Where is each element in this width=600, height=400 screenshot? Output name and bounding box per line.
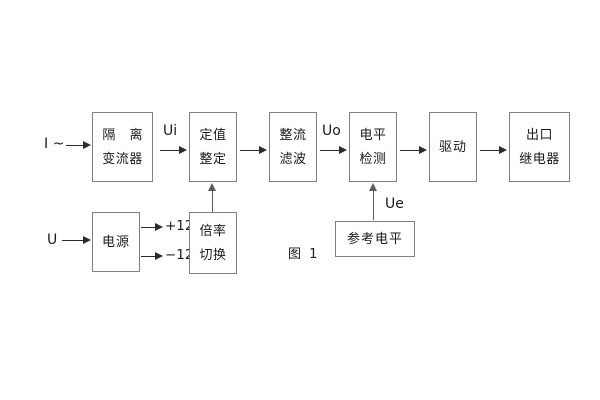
block-drive-line1: 驱动 [438, 139, 467, 155]
block-level-detection-line2: 检测 [359, 151, 387, 167]
figure-caption: 图 1 [288, 247, 320, 262]
block-isolation-transformer: 隔 离 变流器 [92, 112, 153, 182]
block-multiplier-switch: 倍率 切换 [189, 212, 237, 274]
block-rectify-filter-line2: 滤波 [279, 151, 307, 167]
block-isolation-transformer-line1: 隔 离 [102, 127, 148, 143]
arrowhead-isolation-to-setting [179, 145, 187, 154]
block-output-relay-line2: 继电器 [519, 151, 560, 167]
connector-multiplier-to-setting [212, 190, 213, 212]
block-power-supply-line1: 电源 [101, 234, 130, 250]
connector-rail-negative [141, 256, 158, 257]
block-reference-level: 参考电平 [335, 221, 415, 257]
connector-setting-to-rectify [240, 150, 262, 151]
block-rectify-filter-line1: 整流 [279, 127, 307, 143]
arrowhead-level-detect-to-drive [419, 145, 427, 154]
block-output-relay: 出口 继电器 [509, 112, 570, 182]
signal-label-ue: Ue [385, 196, 404, 212]
voltage-input-label: U [47, 232, 58, 248]
arrowhead-input-to-isolation [83, 140, 91, 149]
block-reference-level-line1: 参考电平 [346, 231, 403, 247]
arrowhead-multiplier-to-setting [208, 183, 216, 191]
arrowhead-voltage-to-power-supply [83, 235, 91, 244]
arrowhead-drive-to-output-relay [499, 145, 507, 154]
connector-rectify-to-level-detect [320, 150, 340, 151]
arrowhead-rectify-to-level-detect [339, 145, 347, 154]
connector-voltage-to-power-supply [62, 240, 84, 241]
block-setting-adjust-line1: 定值 [199, 127, 227, 143]
signal-label-uo: Uo [322, 123, 341, 139]
block-setting-adjust: 定值 整定 [189, 112, 237, 182]
block-drive: 驱动 [429, 112, 477, 182]
block-level-detection-line1: 电平 [359, 127, 387, 143]
block-multiplier-switch-line1: 倍率 [199, 223, 227, 239]
block-isolation-transformer-line2: 变流器 [102, 151, 143, 167]
arrowhead-setting-to-rectify [259, 145, 267, 154]
block-level-detection: 电平 检测 [349, 112, 397, 182]
connector-isolation-to-setting [160, 150, 180, 151]
block-output-relay-line1: 出口 [525, 127, 553, 143]
block-setting-adjust-line2: 整定 [199, 151, 227, 167]
connector-rail-positive [141, 227, 158, 228]
block-rectify-filter: 整流 滤波 [269, 112, 317, 182]
block-power-supply: 电源 [92, 212, 140, 272]
connector-drive-to-output-relay [480, 150, 500, 151]
arrowhead-rail-negative [155, 251, 163, 260]
connector-reference-to-level-detect [373, 190, 374, 220]
arrowhead-rail-positive [155, 222, 163, 231]
connector-input-to-isolation [66, 145, 84, 146]
arrowhead-reference-to-level-detect [369, 183, 377, 191]
connector-level-detect-to-drive [400, 150, 422, 151]
signal-label-ui: Ui [163, 123, 178, 139]
current-input-label: I ~ [44, 136, 65, 152]
block-multiplier-switch-line2: 切换 [199, 247, 227, 263]
